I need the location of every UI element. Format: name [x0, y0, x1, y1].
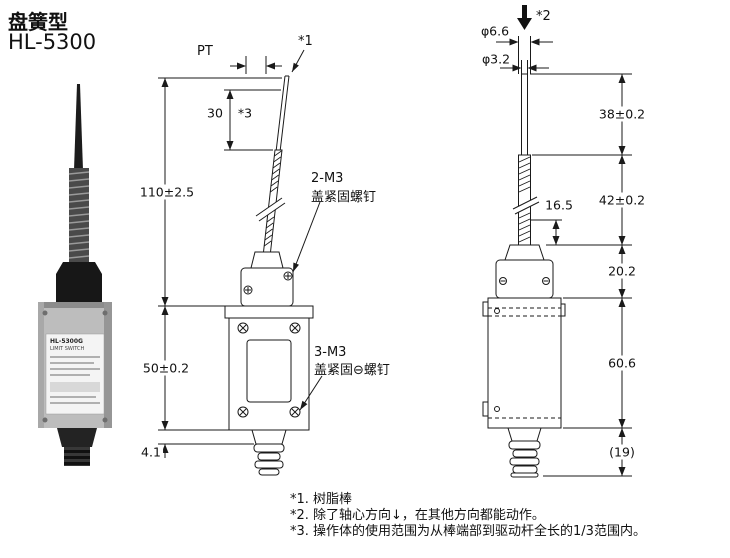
cover-screw-icon [289, 322, 301, 334]
footnotes: *1. 树脂棒 *2. 除了轴心方向↓，在其他方向都能动作。 *3. 操作体的使… [290, 492, 646, 540]
note-2: *2. 除了轴心方向↓，在其他方向都能动作。 [290, 508, 545, 523]
total-height-dimension: 110±2.5 [137, 184, 197, 200]
type-title: 盘簧型 [8, 10, 68, 34]
cover-screw-icon [237, 322, 249, 334]
rod-length-dimension: 38±0.2 [596, 106, 648, 122]
head-screw-icon [283, 271, 293, 281]
top-screw-callout-line1: 2-M3 [311, 171, 344, 186]
rod-range-dimension: 30 [205, 105, 225, 121]
nameplate-type: LIMIT SWITCH [50, 346, 85, 352]
body-height-dimension: 50±0.2 [140, 360, 192, 376]
ref-1-label: *1 [298, 34, 313, 49]
note-1: *1. 树脂棒 [290, 492, 353, 507]
down-arrow-icon [517, 5, 532, 30]
cover-screw-callout-line2: 盖紧固⊖螺钉 [314, 363, 390, 378]
cover-screw-icon [237, 406, 249, 418]
product-photo [38, 84, 112, 466]
pt-dimension-label: PT [197, 44, 213, 59]
cover-screw-callout-line1: 3-M3 [314, 345, 347, 360]
top-screw-callout-line2: 盖紧固螺钉 [311, 190, 377, 205]
model-title: HL-5300 [8, 30, 97, 54]
front-view-drawing [158, 49, 323, 476]
head-screw-icon [243, 285, 253, 295]
head-height-dimension: 20.2 [606, 263, 638, 279]
note-3: *3. 操作体的使用范围为从棒端部到驱动杆全长的1/3范围内。 [290, 524, 646, 539]
spring-offset-dimension: 16.5 [543, 197, 575, 213]
body-height-side-dimension: 60.6 [606, 355, 638, 371]
bottom-step-dimension: 4.1 [139, 444, 163, 460]
head-screw-icon [542, 277, 550, 285]
spring-diameter-dimension: φ6.6 [478, 23, 512, 39]
side-view-drawing [482, 5, 632, 478]
spring-length-dimension: 42±0.2 [596, 192, 648, 208]
rod-diameter-dimension: φ3.2 [479, 51, 513, 67]
cover-screw-icon [289, 406, 301, 418]
nameplate-model: HL-5300G [50, 338, 83, 345]
ref-2-label: *2 [536, 9, 551, 24]
head-screw-icon [499, 277, 507, 285]
plug-height-dimension: (19) [607, 444, 637, 460]
ref-3-label: *3 [235, 105, 255, 121]
